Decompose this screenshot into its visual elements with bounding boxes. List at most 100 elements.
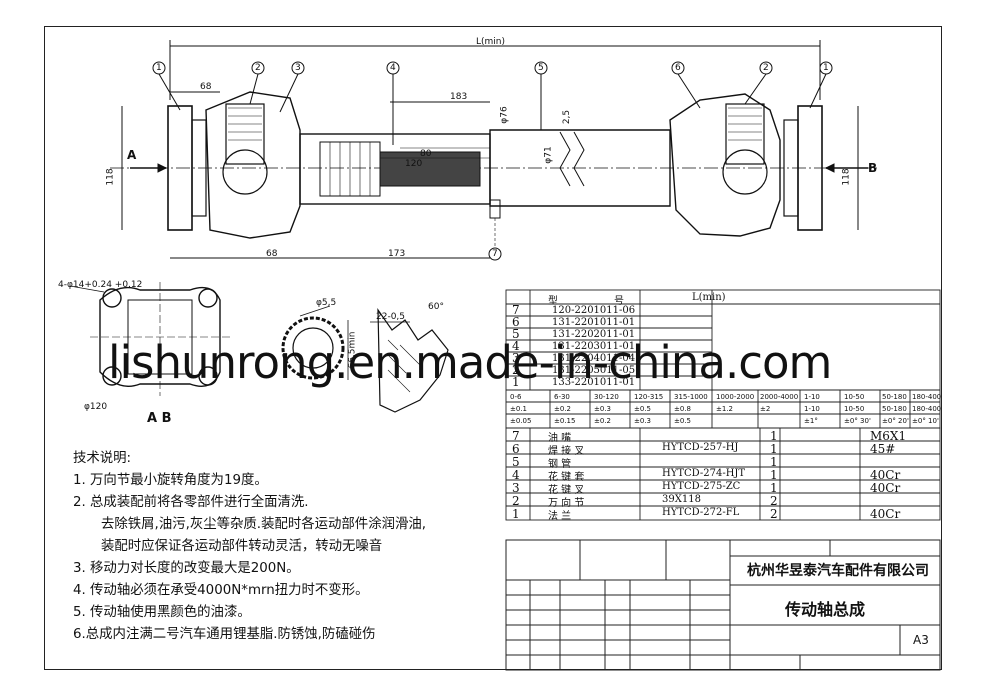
parts-name: 法 兰 bbox=[548, 511, 572, 522]
note-line: 4. 传动轴必须在承受4000N*mrn扭力时不变形。 bbox=[73, 583, 369, 598]
length-row-code: 133-2201011-01 bbox=[552, 377, 636, 388]
tolerance-cell: 6-30 bbox=[554, 393, 570, 401]
length-row-index: 5 bbox=[512, 327, 520, 341]
tolerance-cell: 315-1000 bbox=[674, 393, 708, 401]
parts-mat: M6X1 bbox=[870, 429, 907, 443]
parts-name: 万 向 节 bbox=[548, 498, 585, 509]
technical-notes: 技术说明: 1. 万向节最小旋转角度为19度。 2. 总成装配前将各零部件进行全… bbox=[73, 448, 513, 646]
dim-2-5: 2,5 bbox=[562, 109, 573, 125]
length-row-code: 131-2201011-01 bbox=[552, 317, 636, 328]
dim-183: 183 bbox=[450, 92, 468, 102]
watermark-text: lishunrong.en.made-in-china.com bbox=[108, 336, 832, 389]
note-line: 装配时应保证各运动部件转动灵活，转动无噪音 bbox=[101, 539, 383, 554]
tolerance-cell: ±0.8 bbox=[674, 405, 691, 413]
balloon-2b: 2 bbox=[763, 63, 769, 73]
tolerance-cell: 1000-2000 bbox=[716, 393, 755, 401]
drawing-title: 传动轴总成 bbox=[785, 600, 866, 619]
tolerance-cell: 120-315 bbox=[634, 393, 664, 401]
notes-title: 技术说明: bbox=[73, 451, 132, 466]
note-line: 2. 总成装配前将各零部件进行全面清洗. bbox=[73, 495, 309, 510]
view-arrow-b: B bbox=[868, 161, 878, 175]
tolerance-cell: 0-6 bbox=[510, 393, 522, 401]
parts-qty: 1 bbox=[770, 455, 778, 469]
tolerance-cell: 10-50 bbox=[844, 393, 865, 401]
note-line: 1. 万向节最小旋转角度为19度。 bbox=[73, 473, 268, 488]
balloon-6: 6 bbox=[675, 63, 681, 73]
length-row-code: 120-2201011-06 bbox=[552, 305, 636, 316]
dim-68-bottom: 68 bbox=[266, 249, 278, 259]
note-line: 6.总成内注满二号汽车通用锂基脂.防锈蚀,防磕碰伤 bbox=[73, 627, 376, 642]
parts-no: 5 bbox=[512, 455, 520, 469]
parts-no: 7 bbox=[512, 429, 520, 443]
tolerance-cell: 180-400 bbox=[912, 393, 942, 401]
tolerance-cell: ±0° 10' bbox=[912, 417, 939, 425]
length-row-index: 7 bbox=[512, 303, 520, 317]
dim-22: 22-0,5 bbox=[376, 312, 406, 322]
dim-120: 120 bbox=[405, 159, 423, 169]
tolerance-cell: ±0.15 bbox=[554, 417, 576, 425]
parts-name: 焊 接 叉 bbox=[548, 446, 585, 457]
length-row-index: 3 bbox=[512, 351, 520, 365]
drawing-sheet-border bbox=[44, 26, 942, 670]
tolerance-cell: 50-180 bbox=[882, 405, 907, 413]
parts-code: 39X118 bbox=[662, 494, 701, 505]
len-hdr-type: 型 bbox=[548, 296, 558, 307]
tolerance-cell: ±0.1 bbox=[510, 405, 527, 413]
parts-qty: 2 bbox=[770, 507, 778, 521]
tolerance-cell: ±2 bbox=[760, 405, 771, 413]
parts-code: HYTCD-275-ZC bbox=[662, 481, 741, 492]
parts-code: HYTCD-272-FL bbox=[662, 507, 740, 518]
tolerance-cell: 2000-4000 bbox=[760, 393, 799, 401]
parts-no: 2 bbox=[512, 494, 520, 508]
parts-no: 6 bbox=[512, 442, 520, 456]
length-row-index: 6 bbox=[512, 315, 520, 329]
parts-no: 4 bbox=[512, 468, 520, 482]
len-hdr-no: 号 bbox=[614, 296, 624, 307]
parts-name: 花 键 叉 bbox=[548, 485, 585, 496]
balloon-1b: 1 bbox=[823, 63, 829, 73]
length-row-index: 2 bbox=[512, 363, 520, 377]
parts-code: HYTCD-274-HJT bbox=[662, 468, 746, 479]
parts-mat: 40Cr bbox=[870, 507, 901, 521]
tolerance-cell: ±0.2 bbox=[554, 405, 571, 413]
company-name: 杭州华昱泰汽车配件有限公司 bbox=[747, 563, 929, 579]
length-row-code: 131-2205011-05 bbox=[552, 365, 636, 376]
dim-68-top: 68 bbox=[200, 82, 212, 92]
balloon-1: 1 bbox=[156, 63, 162, 73]
dim-phi76: φ76 bbox=[499, 106, 510, 124]
balloon-5: 5 bbox=[538, 63, 544, 73]
tolerance-cell: 1-10 bbox=[804, 393, 820, 401]
note-line: 3. 移动力对长度的改变最大是200N。 bbox=[73, 561, 300, 576]
tolerance-cell: ±0.3 bbox=[594, 405, 611, 413]
length-row-index: 1 bbox=[512, 375, 520, 389]
parts-qty: 1 bbox=[770, 442, 778, 456]
tolerance-cell: ±1.2 bbox=[716, 405, 733, 413]
tolerance-cell: ±0.5 bbox=[634, 405, 651, 413]
tolerance-cell: ±0.3 bbox=[634, 417, 651, 425]
parts-no: 1 bbox=[512, 507, 520, 521]
tolerance-cell: ±0.2 bbox=[594, 417, 611, 425]
tolerance-cell: ±0° 30' bbox=[844, 417, 871, 425]
dim-phi71: φ71 bbox=[543, 146, 554, 164]
tolerance-cell: 10-50 bbox=[844, 405, 865, 413]
note-line: 5. 传动轴使用黑颜色的油漆。 bbox=[73, 605, 251, 620]
tolerance-cell: ±0.5 bbox=[674, 417, 691, 425]
balloon-7: 7 bbox=[492, 249, 498, 259]
tolerance-cell: 50-180 bbox=[882, 393, 907, 401]
parts-no: 3 bbox=[512, 481, 520, 495]
tolerance-cell: 180-400 bbox=[912, 405, 942, 413]
dim-118-right: 118 bbox=[841, 168, 852, 186]
parts-code: HYTCD-257-HJ bbox=[662, 442, 739, 453]
dim-80: 80 bbox=[420, 149, 432, 159]
parts-name: 油 嘴 bbox=[548, 433, 572, 444]
parts-mat: 40Cr bbox=[870, 481, 901, 495]
tolerance-cell: ±1° bbox=[804, 417, 818, 425]
tolerance-cell: ±0.05 bbox=[510, 417, 532, 425]
sheet-size: A3 bbox=[913, 633, 929, 647]
dim-phi120: φ120 bbox=[84, 402, 108, 412]
tolerance-cell: 30-120 bbox=[594, 393, 619, 401]
length-row-index: 4 bbox=[512, 339, 520, 353]
parts-mat: 40Cr bbox=[870, 468, 901, 482]
dim-length-label: L(min) bbox=[476, 37, 506, 47]
